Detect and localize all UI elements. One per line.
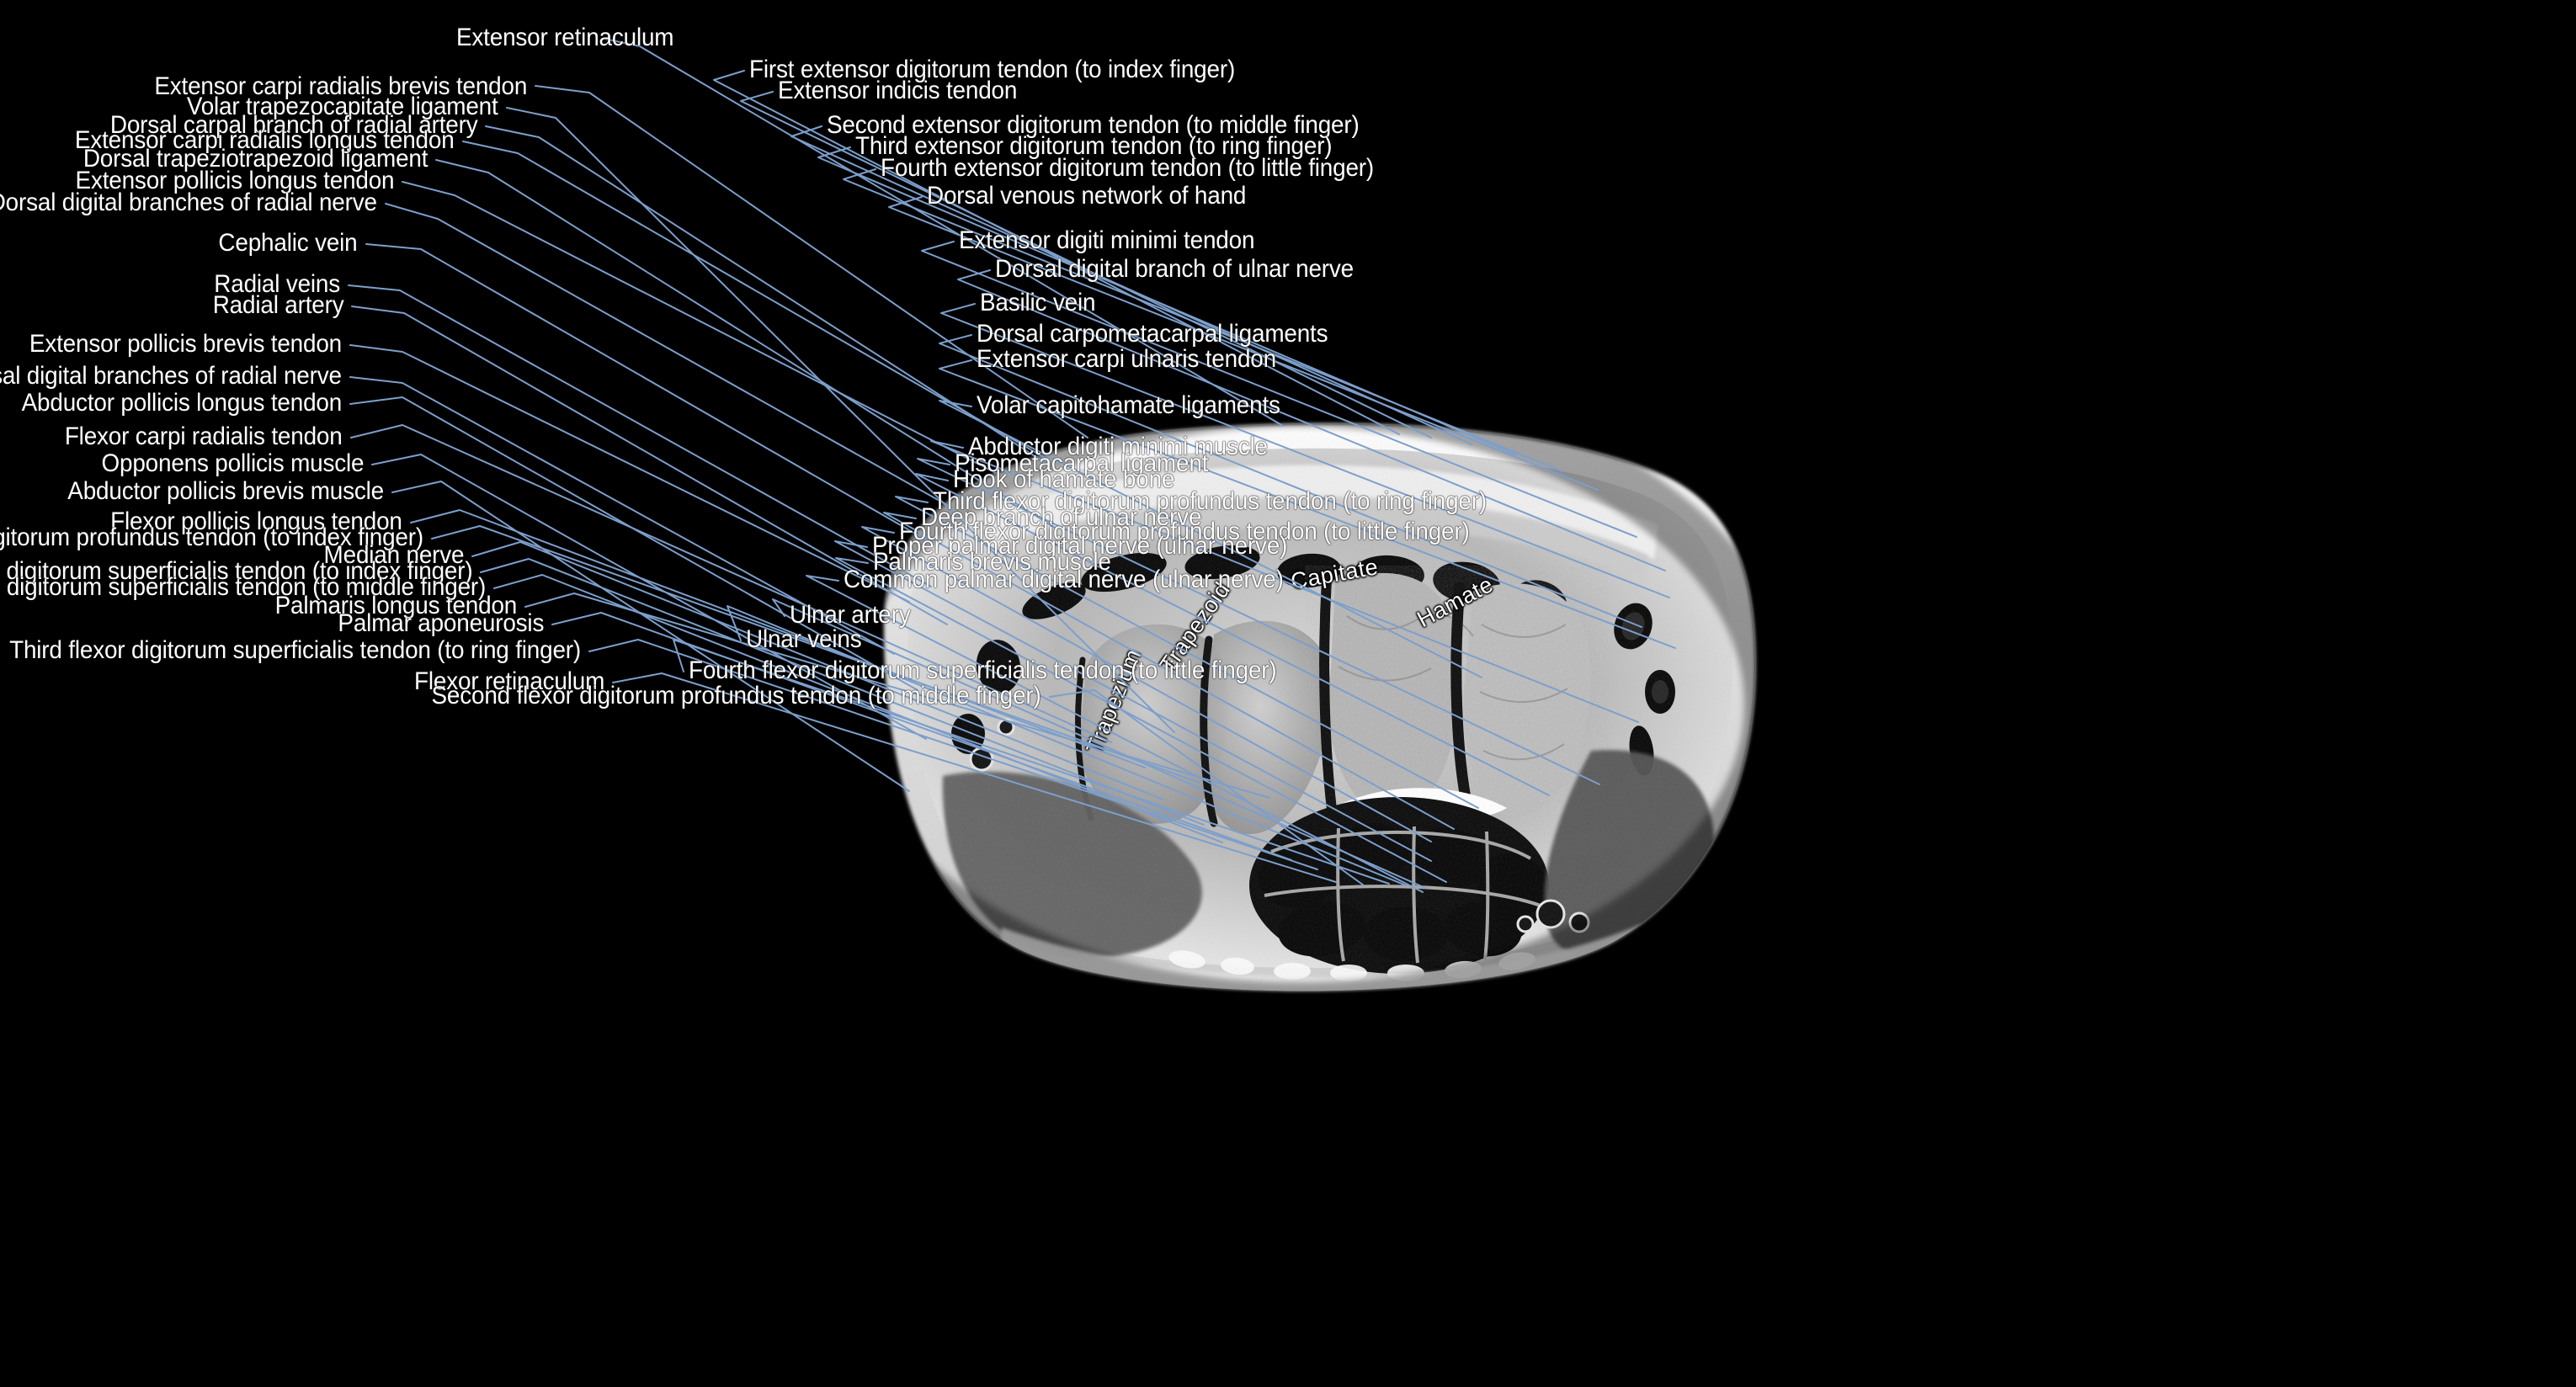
annotation-label-third-flexor-digitorum-superficialis-tendon-to-ring-finger: Third flexor digitorum superficialis ten… bbox=[9, 636, 581, 664]
annotation-label-palmaris-brevis-muscle: Palmaris brevis muscle bbox=[873, 548, 1111, 576]
annotation-label-ulnar-veins: Ulnar veins bbox=[746, 625, 862, 653]
annotation-label-pisometacarpal-ligament: Pisometacarpal ligament bbox=[955, 449, 1209, 477]
annotation-label-dorsal-digital-branches-of-radial-nerve: Dorsal digital branches of radial nerve bbox=[0, 189, 377, 216]
annotation-label-extensor-indicis-tendon: Extensor indicis tendon bbox=[778, 77, 1018, 104]
annotation-label-third-flexor-digitorum-profundus-tendon-to-ring-finger: Third flexor digitorum profundus tendon … bbox=[933, 487, 1487, 515]
annotation-label-first-flexor-digitorum-profundus-tendon-to-index-finger: First flexor digitorum profundus tendon … bbox=[0, 523, 423, 551]
annotation-label-abductor-pollicis-longus-tendon: Abductor pollicis longus tendon bbox=[21, 389, 343, 417]
annotation-label-cephalic-vein: Cephalic vein bbox=[218, 229, 358, 257]
annotation-label-flexor-retinaculum: Flexor retinaculum bbox=[413, 667, 604, 695]
annotation-label-third-extensor-digitorum-tendon-to-ring-finger: Third extensor digitorum tendon (to ring… bbox=[855, 132, 1333, 160]
annotation-label-median-nerve: Median nerve bbox=[323, 541, 464, 569]
annotation-label-dorsal-venous-network-of-hand: Dorsal venous network of hand bbox=[927, 182, 1247, 210]
annotation-label-second-flexor-digitorum-superficialis-tendon-to-middle-finge: Second flexor digitorum superficialis te… bbox=[0, 573, 486, 601]
annotation-label-palmar-aponeurosis: Palmar aponeurosis bbox=[338, 609, 544, 637]
annotation-label-volar-capitohamate-ligaments: Volar capitohamate ligaments bbox=[977, 391, 1280, 419]
annotation-label-palmaris-longus-tendon: Palmaris longus tendon bbox=[274, 592, 518, 619]
annotation-label-common-palmar-digital-nerve-ulnar-nerve: Common palmar digital nerve (ulnar nerve… bbox=[844, 566, 1284, 593]
annotation-label-volar-trapezocapitate-ligament: Volar trapezocapitate ligament bbox=[187, 93, 498, 120]
annotation-label-abductor-digiti-minimi-muscle: Abductor digiti minimi muscle bbox=[968, 433, 1268, 460]
annotation-label-extensor-carpi-ulnaris-tendon: Extensor carpi ulnaris tendon bbox=[977, 345, 1276, 373]
annotation-label-extensor-digiti-minimi-tendon: Extensor digiti minimi tendon bbox=[959, 226, 1255, 254]
annotation-label-dorsal-trapeziotrapezoid-ligament: Dorsal trapeziotrapezoid ligament bbox=[82, 145, 428, 173]
annotation-label-first-flexor-digitorum-superficialis-tendon-to-index-finger: First flexor digitorum superficialis ten… bbox=[0, 557, 472, 585]
annotation-label-first-extensor-digitorum-tendon-to-index-finger: First extensor digitorum tendon (to inde… bbox=[749, 56, 1236, 83]
annotation-label-extensor-carpi-radialis-longus-tendon: Extensor carpi radialis longus tendon bbox=[75, 126, 455, 154]
annotation-label-dorsal-carpal-branch-of-radial-artery: Dorsal carpal branch of radial artery bbox=[109, 111, 477, 139]
annotation-label-ulnar-artery: Ulnar artery bbox=[790, 601, 911, 629]
annotation-label-dorsal-digital-branch-of-ulnar-nerve: Dorsal digital branch of ulnar nerve bbox=[995, 255, 1354, 283]
annotation-label-deep-branch-of-ulnar-nerve: Deep branch of ulnar nerve bbox=[921, 503, 1202, 531]
annotation-label-extensor-pollicis-brevis-tendon: Extensor pollicis brevis tendon bbox=[29, 330, 342, 358]
annotation-label-second-extensor-digitorum-tendon-to-middle-finger: Second extensor digitorum tendon (to mid… bbox=[827, 111, 1360, 139]
annotation-label-fourth-extensor-digitorum-tendon-to-little-finger: Fourth extensor digitorum tendon (to lit… bbox=[881, 154, 1375, 182]
annotation-label-dorsal-carpometacarpal-ligaments: Dorsal carpometacarpal ligaments bbox=[977, 320, 1328, 348]
annotation-label-flexor-carpi-radialis-tendon: Flexor carpi radialis tendon bbox=[65, 422, 343, 450]
annotation-label-extensor-retinaculum: Extensor retinaculum bbox=[456, 24, 674, 51]
annotation-label-fourth-flexor-digitorum-profundus-tendon-to-little-finger: Fourth flexor digitorum profundus tendon… bbox=[899, 518, 1470, 545]
annotation-label-dorsal-digital-branches-of-radial-nerve: Dorsal digital branches of radial nerve bbox=[0, 362, 342, 390]
annotation-label-proper-palmar-digital-nerve-ulnar-nerve: Proper palmar digital nerve (ulnar nerve… bbox=[872, 532, 1288, 560]
annotation-label-hook-of-hamate-bone: Hook of hamate bone bbox=[953, 465, 1175, 493]
annotation-label-opponens-pollicis-muscle: Opponens pollicis muscle bbox=[101, 449, 364, 477]
annotation-label-second-flexor-digitorum-profundus-tendon-to-middle-finger: Second flexor digitorum profundus tendon… bbox=[431, 682, 1041, 709]
annotation-label-extensor-pollicis-longus-tendon: Extensor pollicis longus tendon bbox=[75, 167, 394, 194]
annotation-label-basilic-vein: Basilic vein bbox=[980, 289, 1096, 316]
annotation-label-radial-artery: Radial artery bbox=[212, 291, 343, 319]
annotation-label-fourth-flexor-digitorum-superficialis-tendon-to-little-finge: Fourth flexor digitorum superficialis te… bbox=[689, 656, 1277, 684]
annotation-label-extensor-carpi-radialis-brevis-tendon: Extensor carpi radialis brevis tendon bbox=[154, 72, 527, 100]
annotation-label-abductor-pollicis-brevis-muscle: Abductor pollicis brevis muscle bbox=[67, 477, 384, 505]
annotation-label-radial-veins: Radial veins bbox=[214, 270, 340, 298]
annotation-label-flexor-pollicis-longus-tendon: Flexor pollicis longus tendon bbox=[110, 508, 402, 535]
